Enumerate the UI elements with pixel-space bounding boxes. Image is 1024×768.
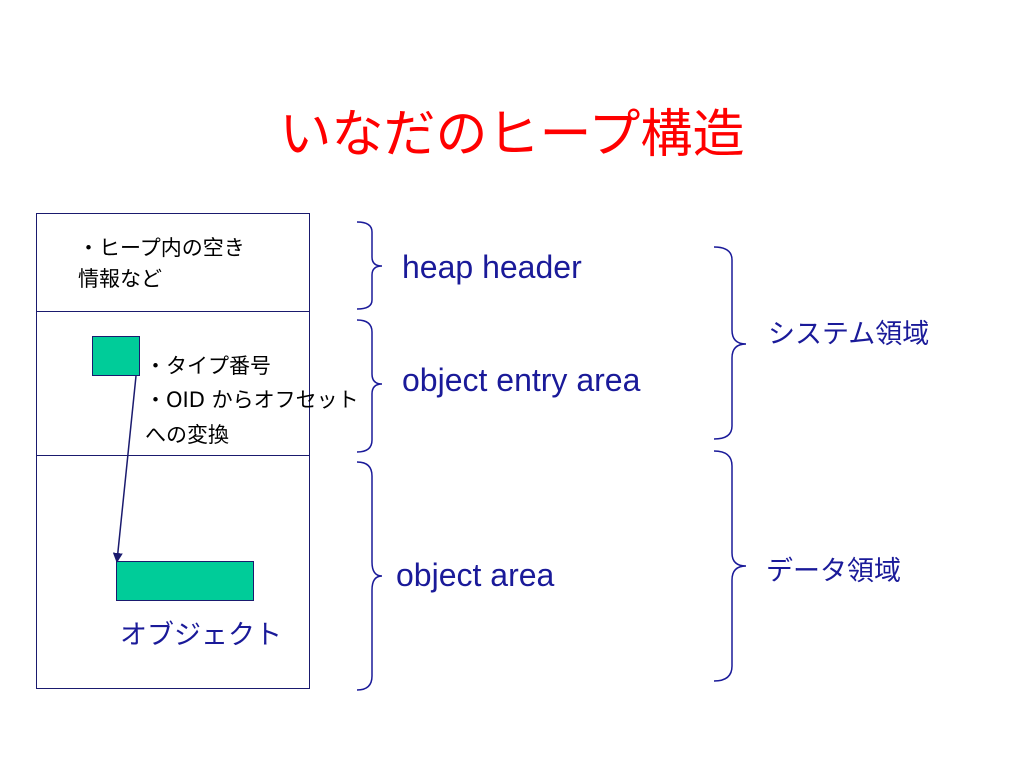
heap-header-brace <box>356 221 383 310</box>
heap-structure-box <box>36 213 310 689</box>
object-entry-block <box>92 336 140 376</box>
pointer-arrow <box>112 375 137 563</box>
object-entry-brace <box>356 319 383 453</box>
entry-note-line2: ・OID からオフセット <box>145 388 359 412</box>
system-area-brace <box>713 246 747 440</box>
object-label: オブジェクト <box>120 620 282 651</box>
system-area-label: システム領域 <box>768 319 930 350</box>
entry-divider <box>37 455 309 456</box>
heap-header-note-line1: ・ヒープ内の空き <box>78 236 245 260</box>
object-entry-area-label: object entry area <box>402 362 641 398</box>
entry-note-line3: への変換 <box>145 423 229 447</box>
object-block <box>116 561 254 601</box>
object-area-label: object area <box>396 557 555 593</box>
slide-title: いなだのヒープ構造 <box>279 105 745 165</box>
object-area-brace <box>356 461 383 691</box>
entry-note-line1: ・タイプ番号 <box>145 354 271 378</box>
data-area-brace <box>713 450 747 682</box>
heap-header-note-line2: 情報など <box>78 267 162 291</box>
heap-header-label: heap header <box>402 249 582 285</box>
data-area-label: データ領域 <box>766 556 901 587</box>
header-divider <box>37 311 309 312</box>
